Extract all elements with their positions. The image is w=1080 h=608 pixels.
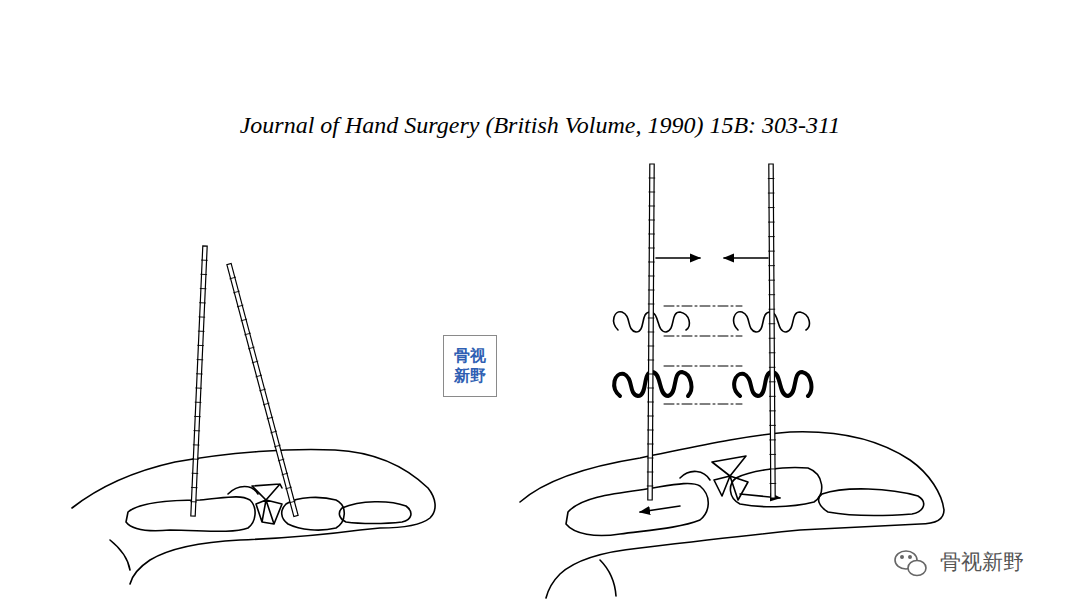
watermark-box: 骨视 新野 [443, 335, 497, 397]
fracture-fragment [712, 456, 748, 500]
fracture-fragment [252, 484, 282, 524]
bone [819, 489, 924, 515]
kirschner-wire [647, 164, 655, 500]
kirschner-wire [768, 164, 776, 498]
finger-outline [520, 432, 944, 598]
finger-outline [72, 450, 435, 585]
bone [730, 467, 821, 506]
bone [566, 483, 708, 535]
wechat-icon [895, 551, 926, 576]
bone [282, 497, 345, 530]
watermark-text: 骨视 新野 [452, 346, 489, 386]
kirschner-wire [227, 263, 298, 516]
kirschner-wire [190, 246, 207, 516]
citation-title: Journal of Hand Surgery (British Volume,… [0, 112, 1080, 139]
bone [339, 502, 411, 524]
watermark: 骨视新野 [940, 548, 1024, 576]
